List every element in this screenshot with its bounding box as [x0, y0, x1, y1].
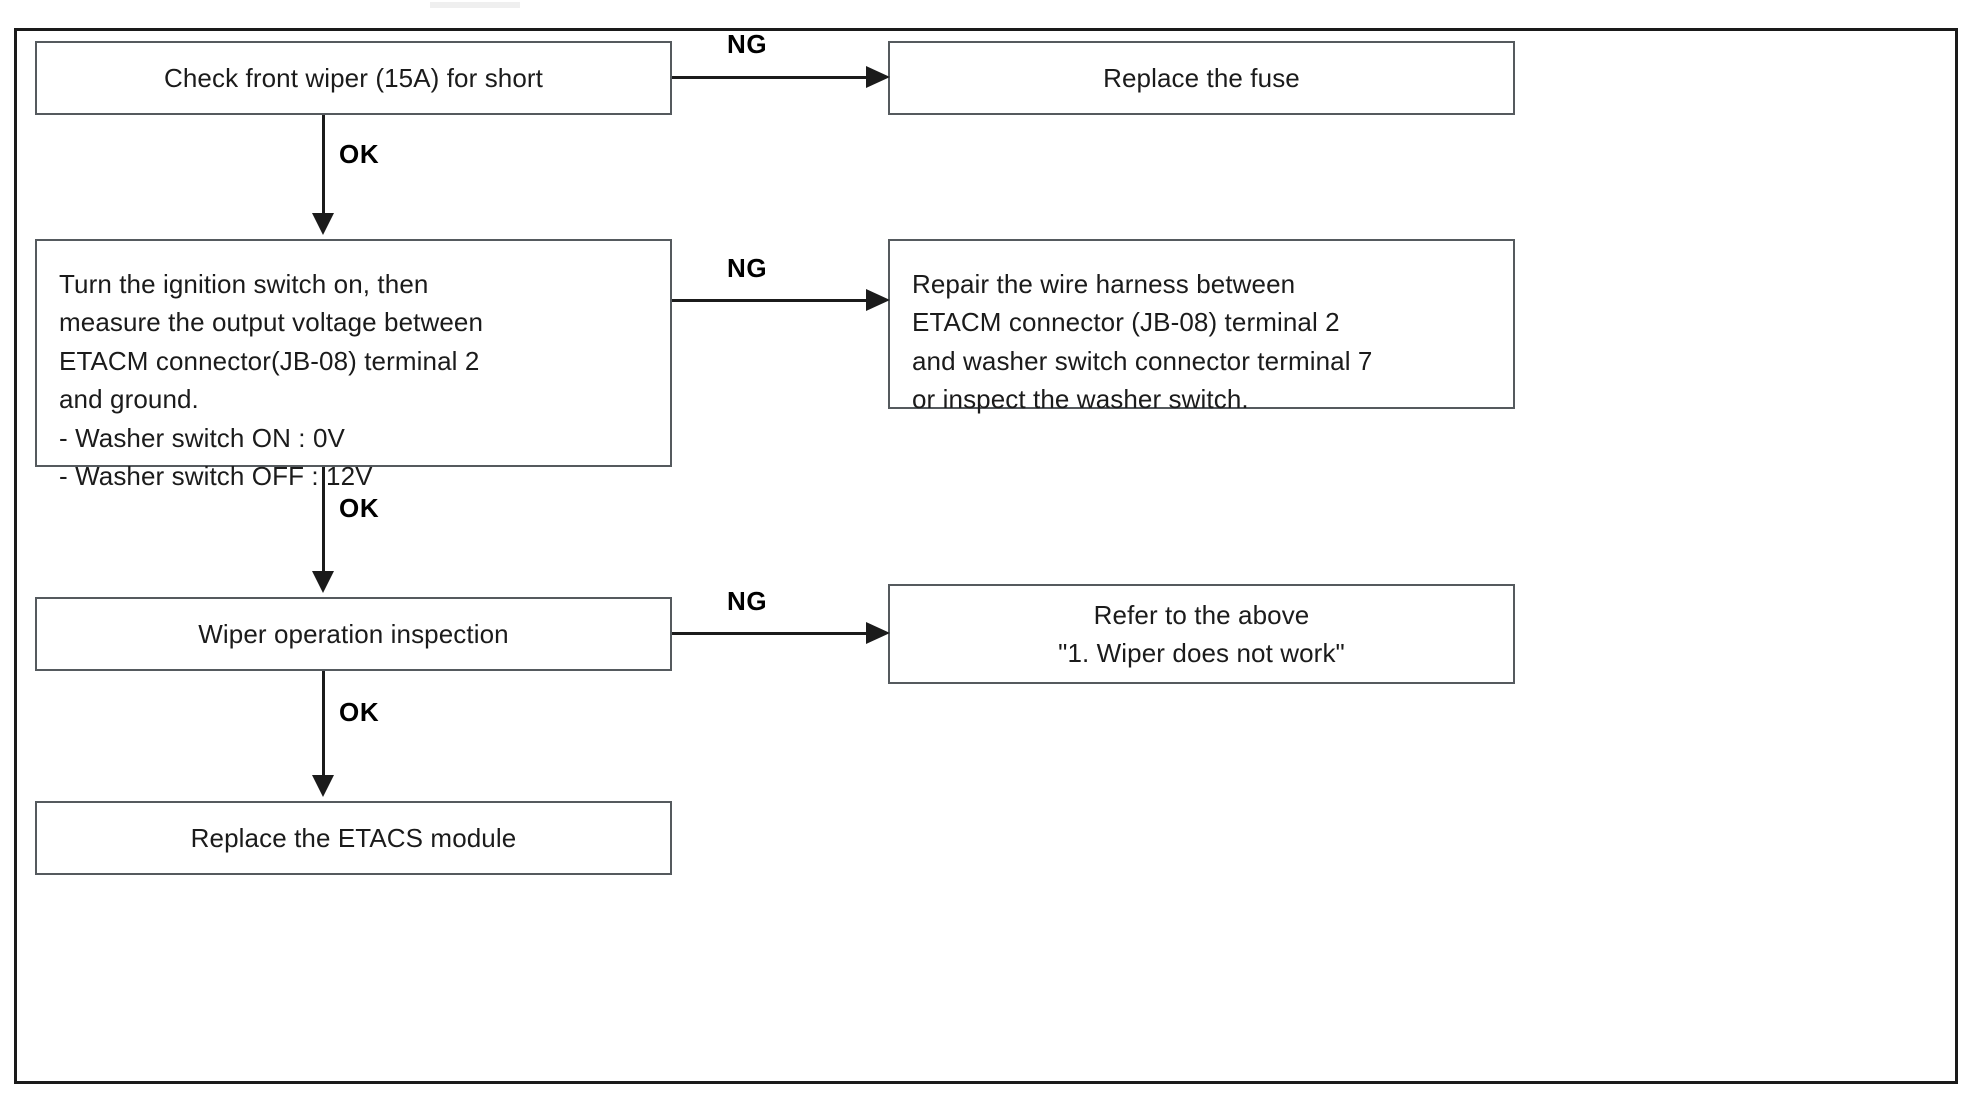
node-replace-etacs-module[interactable]: Replace the ETACS module: [35, 801, 672, 875]
scan-artifact: [430, 2, 520, 8]
node-line: - Washer switch OFF : 12V: [59, 461, 373, 492]
edge-label-ng-1: NG: [727, 29, 768, 59]
node-line: - Washer switch ON : 0V: [59, 422, 345, 453]
edge-n1-to-fuse-line: [672, 76, 872, 79]
edge-n2-to-repair-arrowhead: [866, 289, 890, 311]
node-line: ETACM connector(JB-08) terminal 2: [59, 345, 480, 376]
node-line: Refer to the above: [1093, 599, 1310, 630]
node-measure-output-voltage[interactable]: Turn the ignition switch on, then measur…: [35, 239, 672, 491]
edge-n3-to-n4-arrowhead: [312, 775, 334, 797]
node-line: Repair the wire harness between: [912, 269, 1296, 299]
node-line: ETACM connector (JB-08) terminal 2: [912, 307, 1340, 338]
node-refer-to-the-above[interactable]: Refer to the above "1. Wiper does not wo…: [888, 584, 1515, 684]
edge-n3-to-refer-arrowhead: [866, 622, 890, 644]
edge-label-ng-3: NG: [727, 586, 768, 616]
edge-label-ok-1: OK: [339, 139, 380, 169]
node-line: and ground.: [59, 384, 199, 415]
node-line: measure the output voltage between: [59, 307, 484, 338]
diagram-outer-frame: Check front wiper (15A) for short Replac…: [14, 28, 1958, 1084]
node-line: or inspect the washer switch.: [912, 384, 1249, 415]
edge-label-ok-2: OK: [339, 493, 380, 523]
node-wiper-operation-inspection[interactable]: Wiper operation inspection: [35, 597, 672, 671]
edge-label-ng-2: NG: [727, 253, 768, 283]
edge-label-ok-3: OK: [339, 697, 380, 727]
edge-n1-to-fuse-arrowhead: [866, 66, 890, 88]
node-line: Turn the ignition switch on, then: [59, 269, 429, 299]
node-line: and washer switch connector terminal 7: [912, 345, 1373, 376]
node-line: Replace the ETACS module: [190, 822, 517, 853]
edge-n1-to-n2-line: [322, 115, 325, 219]
node-line: Wiper operation inspection: [198, 618, 509, 649]
node-line: Check front wiper (15A) for short: [164, 62, 543, 93]
node-check-front-wiper-fuse[interactable]: Check front wiper (15A) for short: [35, 41, 672, 115]
node-line: Replace the fuse: [1103, 62, 1300, 93]
edge-n3-to-refer-line: [672, 632, 872, 635]
node-replace-the-fuse[interactable]: Replace the fuse: [888, 41, 1515, 115]
node-repair-wire-harness[interactable]: Repair the wire harness between ETACM co…: [888, 239, 1515, 414]
edge-n2-to-n3-arrowhead: [312, 571, 334, 593]
edge-n2-to-repair-line: [672, 299, 872, 302]
edge-n1-to-n2-arrowhead: [312, 213, 334, 235]
node-line: "1. Wiper does not work": [1058, 638, 1345, 668]
edge-n3-to-n4-line: [322, 671, 325, 781]
edge-n2-to-n3-line: [322, 467, 325, 577]
